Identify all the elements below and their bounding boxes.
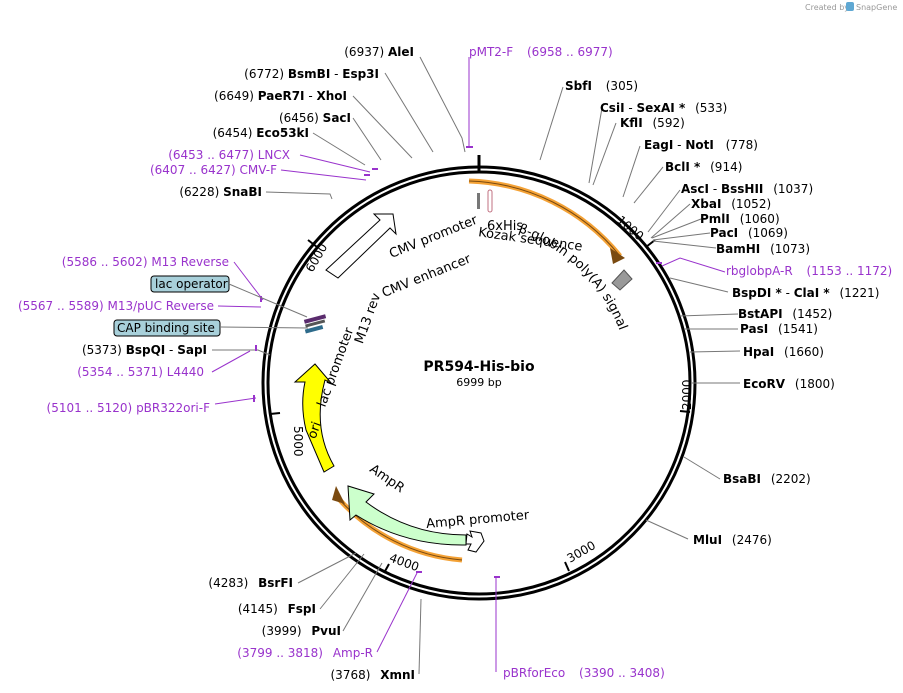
site-label-xmni: (3768) XmnI bbox=[331, 668, 416, 682]
site-label-ecorv: EcoRV (1800) bbox=[743, 377, 835, 391]
primer-arrow-marks bbox=[253, 146, 662, 578]
cap-binding-leader bbox=[219, 326, 309, 329]
tick-label-5000: 5000 bbox=[291, 426, 305, 457]
cds-arc-top bbox=[468, 180, 621, 257]
primer-label-l4440: (5354 .. 5371) L4440 bbox=[77, 365, 204, 379]
site-label-fspi: (4145) FspI bbox=[238, 602, 316, 616]
site-leader-lines bbox=[212, 56, 741, 675]
site-label-mlui: MluI (2476) bbox=[693, 533, 772, 547]
primer-label-m13-reverse: (5586 .. 5602) M13 Reverse bbox=[62, 255, 229, 269]
feature-label-ori: ori bbox=[305, 420, 325, 441]
primer-label-m13-puc: (5567 .. 5589) M13/pUC Reverse bbox=[18, 299, 214, 313]
feature-label-lac-promoter: lac promoter bbox=[315, 325, 358, 409]
site-label-pasi: PasI (1541) bbox=[740, 322, 818, 336]
svg-text:Created by: Created by bbox=[805, 3, 849, 12]
lac-operator-leader bbox=[228, 283, 308, 318]
snapgene-credit: Created by SnapGene bbox=[805, 2, 897, 12]
primer-label-lncx: (6453 .. 6477) LNCX bbox=[168, 148, 290, 162]
site-label-paer7i: (6649) PaeR7I - XhoI bbox=[214, 89, 347, 103]
primer-label-pmt2f: pMT2-F (6958 .. 6977) bbox=[469, 45, 613, 59]
svg-text:CAP binding site: CAP binding site bbox=[117, 321, 215, 335]
lac-operator-box: lac operator bbox=[150, 275, 230, 293]
primer-label-pbr322ori: (5101 .. 5120) pBR322ori-F bbox=[47, 401, 211, 415]
snapgene-logo-icon bbox=[846, 2, 854, 11]
svg-text:lac operator: lac operator bbox=[155, 277, 228, 291]
lac-region-marks bbox=[303, 314, 327, 334]
cap-binding-box: CAP binding site bbox=[113, 319, 221, 337]
site-label-bcli: BclI * (914) bbox=[665, 160, 742, 174]
ampr-feature bbox=[347, 485, 467, 546]
primer-leader-lines bbox=[211, 57, 726, 672]
site-label-pmli: PmlI (1060) bbox=[700, 212, 780, 226]
primer-label-ampr: (3799 .. 3818) Amp-R bbox=[237, 646, 373, 660]
site-label-csii: CsiI - SexAI * (533) bbox=[600, 101, 727, 115]
ampr-promoter-feature bbox=[465, 530, 485, 553]
cds-arrow-top bbox=[610, 248, 625, 264]
site-label-snabi: (6228) SnaBI bbox=[179, 185, 262, 199]
ori-feature bbox=[293, 363, 335, 473]
tick-label-4000: 4000 bbox=[387, 551, 420, 575]
site-label-saci: (6456) SacI bbox=[279, 111, 351, 125]
site-label-bspqi: (5373) BspQI - SapI bbox=[82, 343, 207, 357]
site-label-alei: (6937) AleI bbox=[344, 45, 414, 59]
feature-label-ampr-promoter: AmpR promoter bbox=[426, 508, 531, 532]
svg-text:SnapGene: SnapGene bbox=[856, 3, 897, 12]
his-tag-mark bbox=[477, 193, 480, 209]
site-label-bamhi: BamHI (1073) bbox=[716, 242, 810, 256]
feature-label-m13rev: M13 rev bbox=[352, 291, 384, 346]
site-label-bsrfi: (4283) BsrFI bbox=[208, 576, 293, 590]
plasmid-name: PR594-His-bio bbox=[423, 359, 535, 375]
site-label-paci: PacI (1069) bbox=[710, 226, 788, 240]
site-label-asci: AscI - BssHII (1037) bbox=[681, 182, 813, 196]
site-label-hpai: HpaI (1660) bbox=[743, 345, 824, 359]
primer-label-pbrforeco: pBRforEco (3390 .. 3408) bbox=[503, 666, 665, 680]
site-label-kfli: KflI (592) bbox=[620, 116, 685, 130]
feature-label-ampr: AmpR bbox=[367, 462, 407, 497]
site-label-sbfi: SbfI (305) bbox=[565, 79, 638, 93]
site-label-bsmbi: (6772) BsmBI - Esp3I bbox=[244, 67, 379, 81]
site-label-eagi: EagI - NotI (778) bbox=[644, 138, 758, 152]
feature-label-his: 6xHis bbox=[487, 219, 523, 234]
polya-signal-mark bbox=[611, 269, 633, 291]
site-label-bsabi: BsaBI (2202) bbox=[723, 472, 811, 486]
site-label-eco53ki: (6454) Eco53kI bbox=[213, 126, 309, 140]
kozak-mark bbox=[487, 189, 493, 213]
site-label-xbai: XbaI (1052) bbox=[691, 197, 771, 211]
plasmid-length: 6999 bp bbox=[456, 376, 501, 389]
site-label-bstapi: BstAPI (1452) bbox=[738, 307, 832, 321]
tick-label-2000: 2000 bbox=[680, 379, 694, 410]
cmv-feature bbox=[325, 213, 397, 279]
cds-arrow-bottom bbox=[332, 486, 345, 504]
site-label-pvui: (3999) PvuI bbox=[262, 624, 341, 638]
primer-label-rbglobpa: rbglobpA-R (1153 .. 1172) bbox=[726, 264, 892, 278]
site-label-bspdi: BspDI * - ClaI * (1221) bbox=[732, 286, 879, 300]
primer-label-cmvf: (6407 .. 6427) CMV-F bbox=[150, 163, 277, 177]
